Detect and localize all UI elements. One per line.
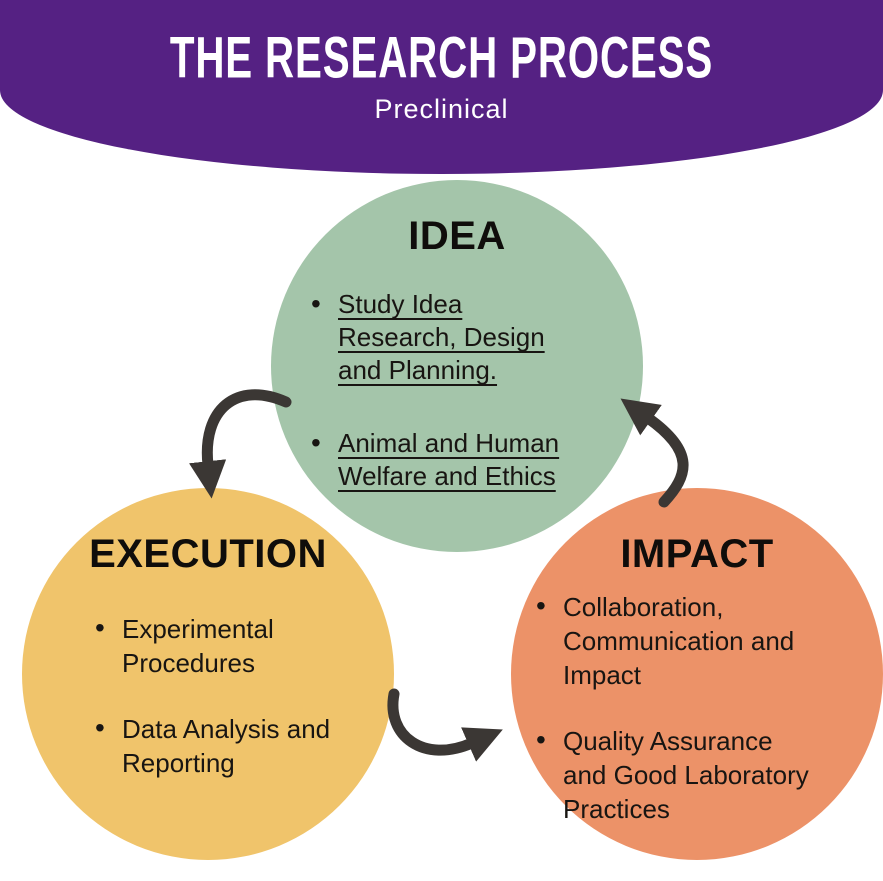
idea-bullet-link-2[interactable]: Animal and Human Welfare and Ethics [338,428,560,491]
impact-circle: IMPACT Collaboration, Communication and … [511,488,883,860]
execution-bullet-1: Experimental Procedures [122,614,274,678]
arrow-impact-to-idea-icon [620,398,689,508]
impact-bullet-1: Collaboration, Communication and Impact [563,592,795,690]
execution-circle: EXECUTION Experimental Procedures Data A… [22,488,394,860]
idea-title: IDEA [408,214,506,258]
arrow-execution-to-impact-icon [387,688,503,762]
page-subtitle: Preclinical [374,93,509,124]
impact-title: IMPACT [620,532,774,576]
idea-bullet-list: Study Idea Research, Design and Planning… [311,287,643,493]
idea-bullet-link-1[interactable]: Study Idea Research, Design and Planning… [338,289,545,385]
execution-bullet-list: Experimental Procedures Data Analysis an… [95,611,394,780]
impact-bullet-list: Collaboration, Communication and Impact … [536,589,883,826]
impact-bullet-2: Quality Assurance and Good Laboratory Pr… [563,726,809,824]
bullet-item: Animal and Human Welfare and Ethics [311,426,604,493]
bullet-item: Study Idea Research, Design and Planning… [311,287,604,387]
bullet-item: Experimental Procedures [95,611,384,680]
bullet-item: Collaboration, Communication and Impact [536,589,853,692]
bullet-item: Quality Assurance and Good Laboratory Pr… [536,723,853,826]
page-title: THE RESEARCH PROCESS [169,26,714,91]
header-banner: THE RESEARCH PROCESS Preclinical [0,0,883,174]
idea-circle: IDEA Study Idea Research, Design and Pla… [271,180,643,552]
execution-title: EXECUTION [89,532,327,576]
arrow-idea-to-execution-icon [189,389,292,499]
bullet-item: Data Analysis and Reporting [95,711,384,780]
execution-bullet-2: Data Analysis and Reporting [122,714,331,778]
